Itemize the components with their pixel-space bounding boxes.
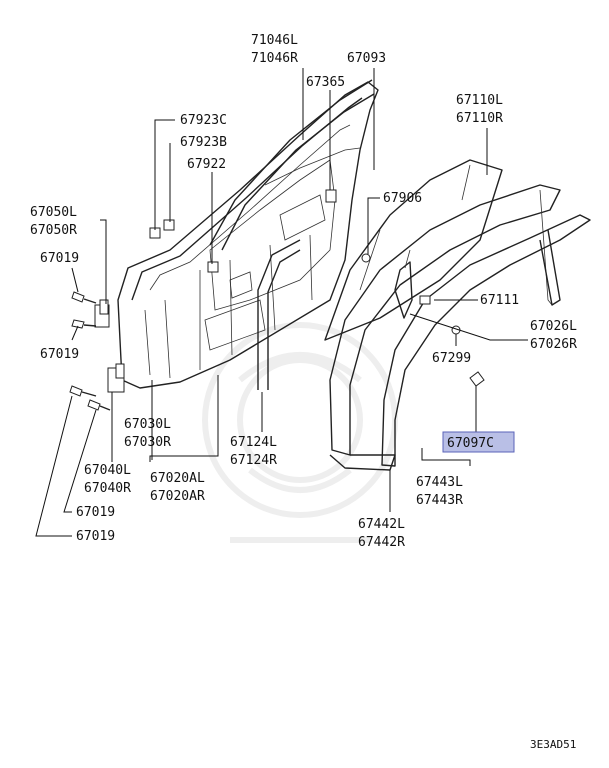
diagram-code: 3E3AD51	[530, 738, 576, 751]
label-67922: 67922	[187, 157, 226, 172]
weatherstrip-67443	[329, 184, 591, 471]
label-67040: 67040L 67040R	[84, 463, 131, 496]
svg-text:67030R: 67030R	[124, 435, 171, 450]
label-67050: 67050L 67050R	[30, 205, 77, 238]
clip-67097c	[469, 371, 485, 387]
svg-text:67442R: 67442R	[358, 535, 405, 550]
hinge-upper-67050	[94, 299, 110, 328]
svg-text:67020AR: 67020AR	[150, 489, 205, 504]
hinge-lower-67040	[107, 363, 125, 393]
svg-text:67110R: 67110R	[456, 111, 503, 126]
clip-67111	[419, 295, 431, 305]
svg-text:67040L: 67040L	[84, 463, 131, 478]
clip-67906	[361, 253, 371, 263]
label-67020: 67020AL 67020AR	[150, 471, 205, 504]
label-67923b: 67923B	[180, 135, 227, 150]
label-67093: 67093	[347, 51, 386, 66]
clip-67365	[325, 189, 337, 203]
svg-text:71046R: 71046R	[251, 51, 298, 66]
svg-text:67124L: 67124L	[230, 435, 277, 450]
svg-text:67443L: 67443L	[416, 475, 463, 490]
svg-text:67443R: 67443R	[416, 493, 463, 508]
clip-67922	[207, 261, 219, 273]
svg-text:67110L: 67110L	[456, 93, 503, 108]
label-67299: 67299	[432, 351, 471, 366]
svg-text:67050L: 67050L	[30, 205, 77, 220]
window-frame-71046	[209, 79, 375, 251]
label-67019-b: 67019	[40, 347, 79, 362]
bolt-67019-b	[71, 319, 97, 329]
label-71046: 71046L 71046R	[251, 33, 298, 66]
label-67110: 67110L 67110R	[456, 93, 503, 126]
bolt-67019-d	[87, 399, 111, 411]
label-67365: 67365	[306, 75, 345, 90]
label-67019-d: 67019	[76, 529, 115, 544]
bolt-67019-c	[69, 385, 97, 397]
label-67019-c: 67019	[76, 505, 115, 520]
door-seal-67026	[394, 249, 413, 319]
clip-67923b	[163, 219, 175, 231]
svg-text:71046L: 71046L	[251, 33, 298, 48]
door-panel	[117, 81, 379, 389]
label-67442: 67442L 67442R	[358, 517, 405, 550]
label-67923c: 67923C	[180, 113, 227, 128]
svg-text:67030L: 67030L	[124, 417, 171, 432]
label-67906: 67906	[383, 191, 422, 206]
svg-text:67026L: 67026L	[530, 319, 577, 334]
window-channel-67124	[257, 239, 301, 390]
label-67030: 67030L 67030R	[124, 417, 171, 450]
leader-lines	[35, 68, 528, 537]
bolt-67019-a	[71, 291, 97, 304]
label-67443: 67443L 67443R	[416, 475, 463, 508]
svg-text:67050R: 67050R	[30, 223, 77, 238]
svg-text:67442L: 67442L	[358, 517, 405, 532]
svg-text:67020AL: 67020AL	[150, 471, 205, 486]
label-67019-a: 67019	[40, 251, 79, 266]
label-67124: 67124L 67124R	[230, 435, 277, 468]
svg-text:67097C: 67097C	[447, 436, 494, 451]
label-67097c[interactable]: 67097C	[442, 431, 515, 453]
svg-text:67124R: 67124R	[230, 453, 277, 468]
label-67111: 67111	[480, 293, 519, 308]
label-67026: 67026L 67026R	[530, 319, 577, 352]
door-glass-67110	[324, 159, 503, 341]
svg-text:67026R: 67026R	[530, 337, 577, 352]
svg-text:67040R: 67040R	[84, 481, 131, 496]
